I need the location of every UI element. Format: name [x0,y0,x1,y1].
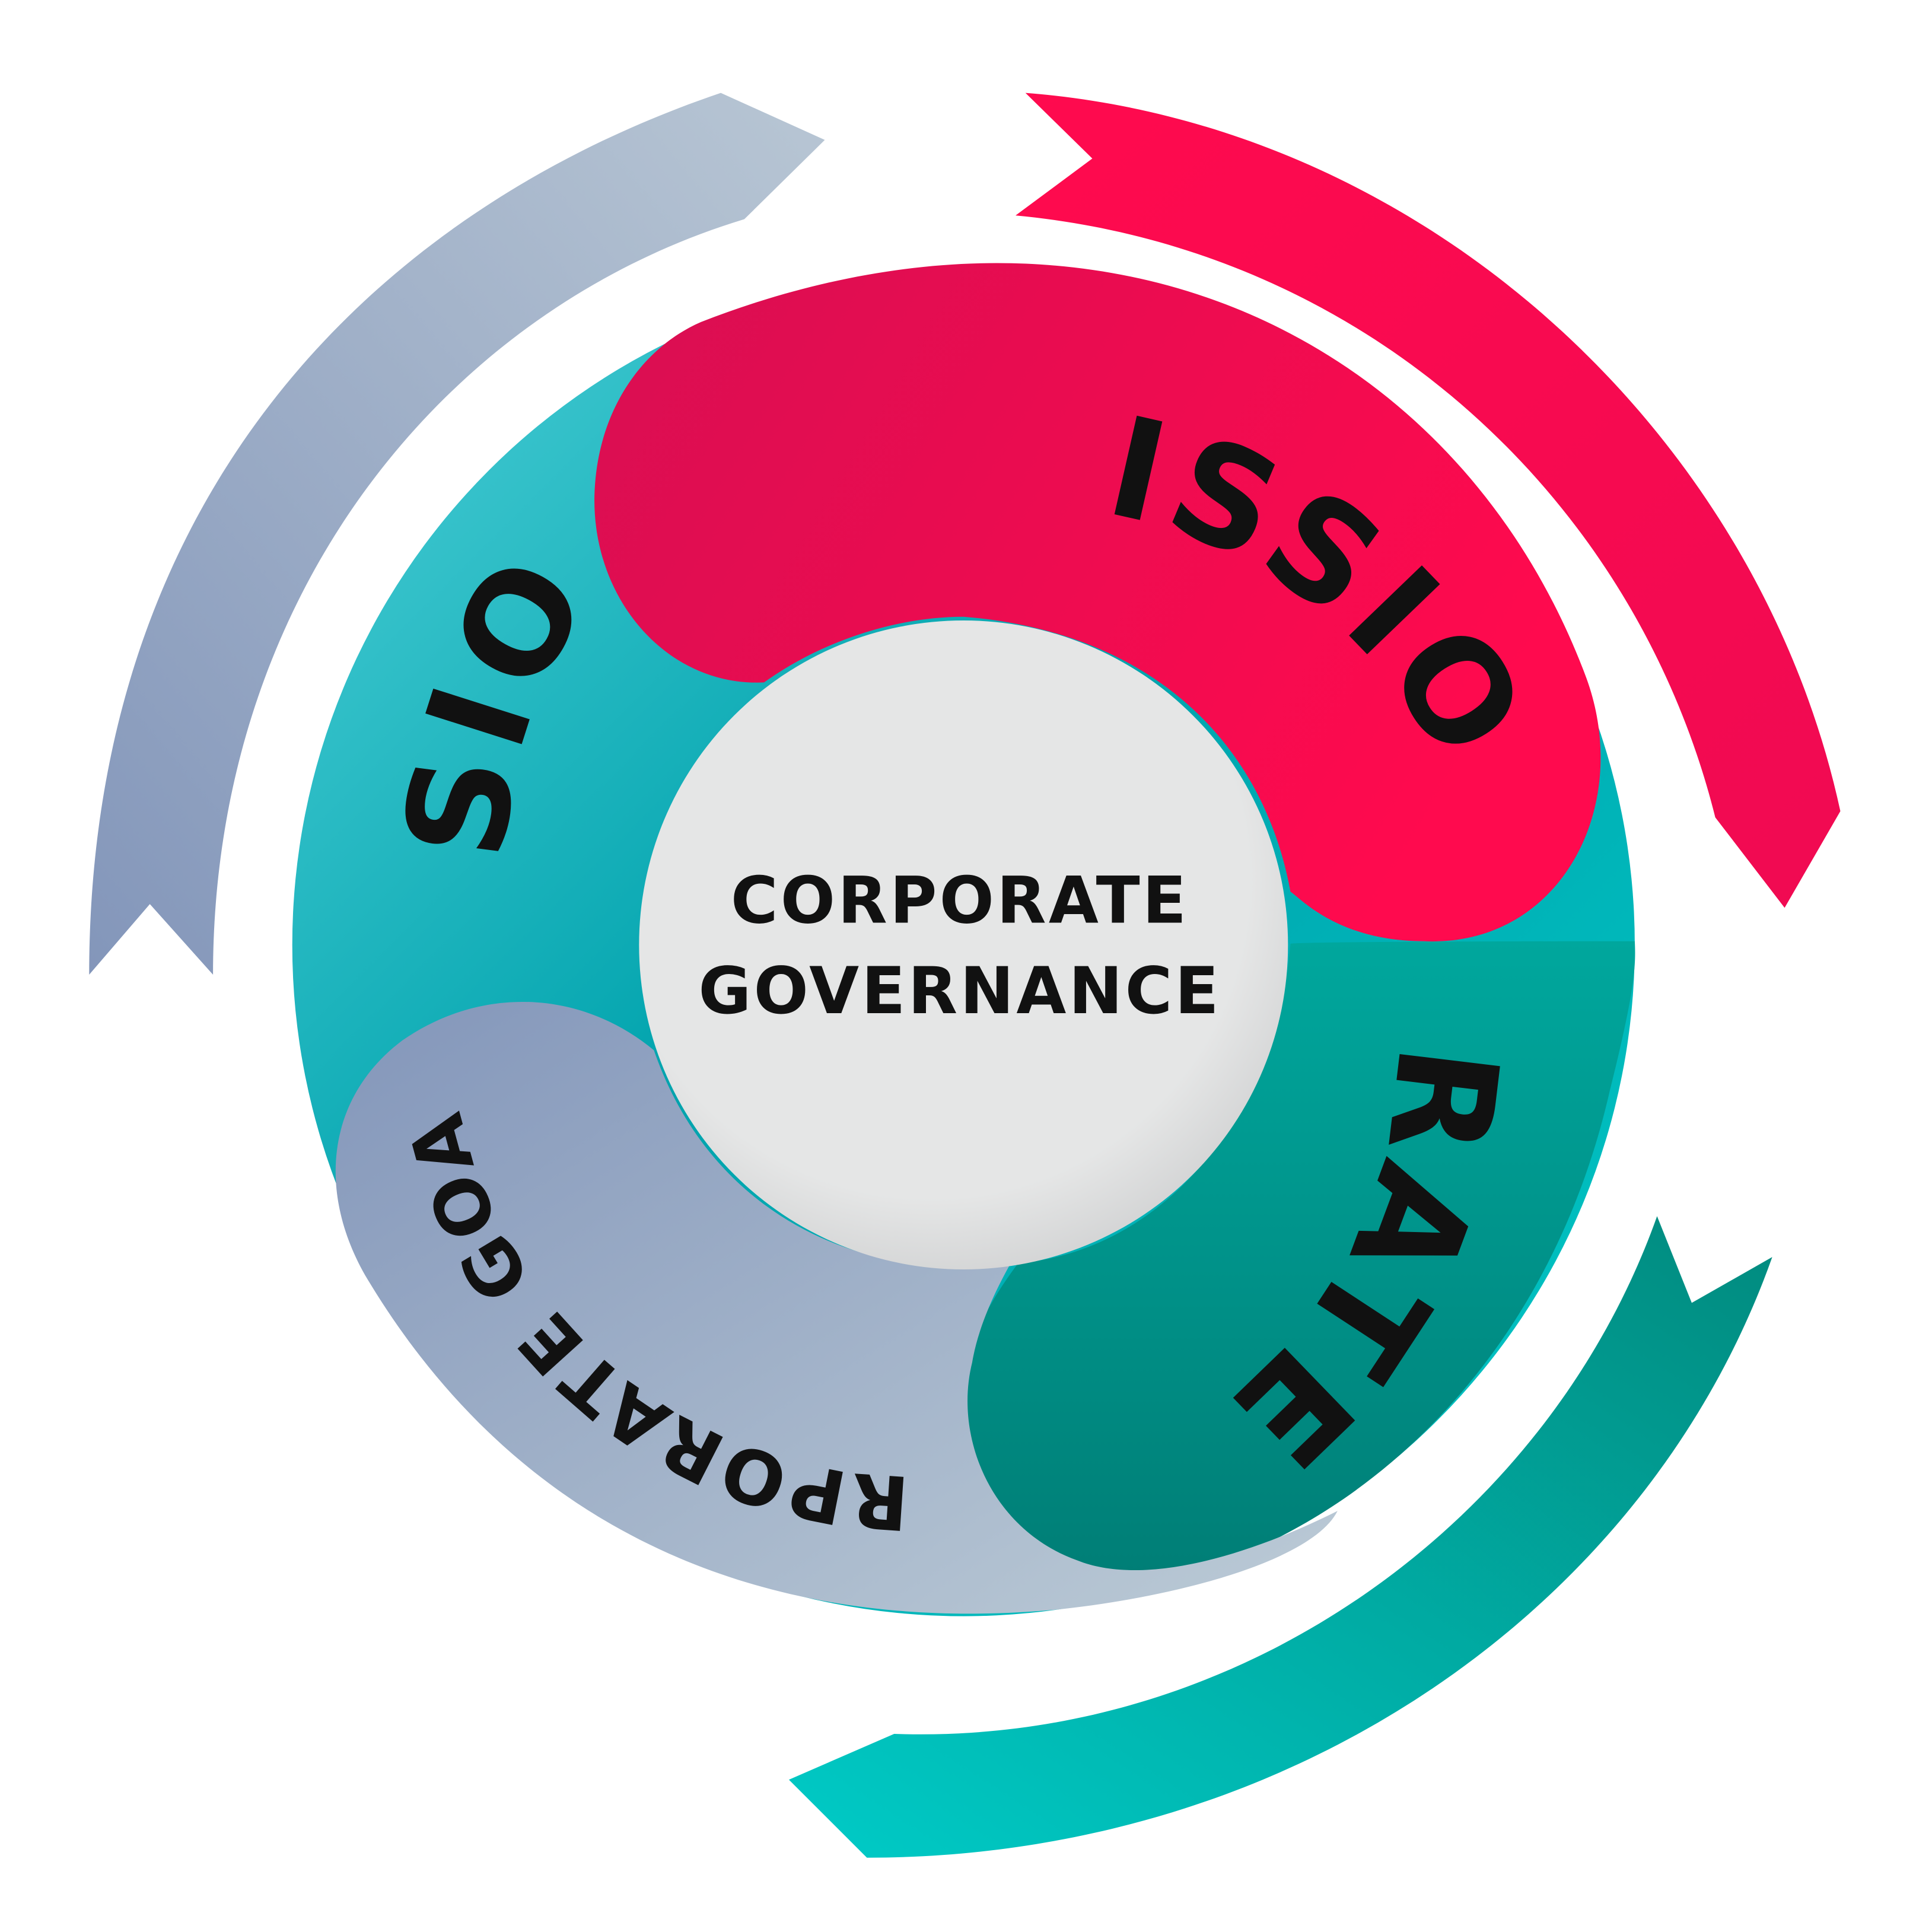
outer-arrow-top-right [1016,93,1841,908]
outer-arrow-bottom-right [788,1216,1772,1858]
center-title-line-1: CORPORATE [731,862,1189,938]
center-title-line-2: GOVERNANCE [698,953,1221,1029]
mission-segment [594,263,1601,942]
strategy-segment [963,941,1635,1577]
outer-arrow-top-left [89,93,825,975]
center-circle [639,620,1288,1270]
corporate-goals-segment [335,1001,1338,1614]
